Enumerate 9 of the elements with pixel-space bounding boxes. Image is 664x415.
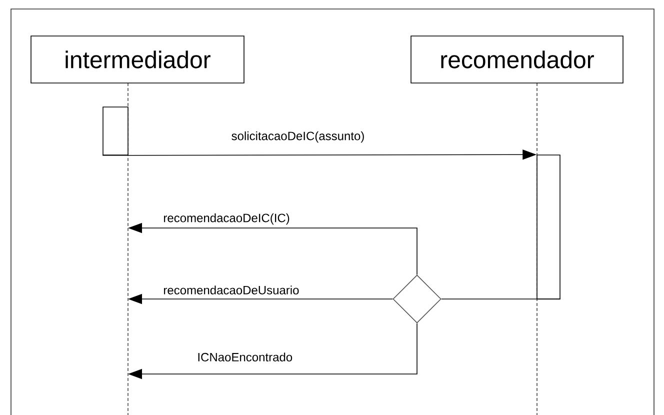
activation-bar <box>536 154 560 300</box>
lifeline-box: recomendador <box>410 36 624 84</box>
edge-label: solicitacaoDeIC(assunto) <box>230 130 366 144</box>
edge-label: recomendacaoDeUsuario <box>162 284 300 296</box>
activation-bar <box>102 106 128 156</box>
edge-label: ICNaoEncontrado <box>196 352 294 362</box>
lifeline-box: intermediador <box>30 36 244 84</box>
decision-diamond <box>392 274 442 324</box>
edge-label: recomendacaoDeIC(IC) <box>162 212 291 226</box>
